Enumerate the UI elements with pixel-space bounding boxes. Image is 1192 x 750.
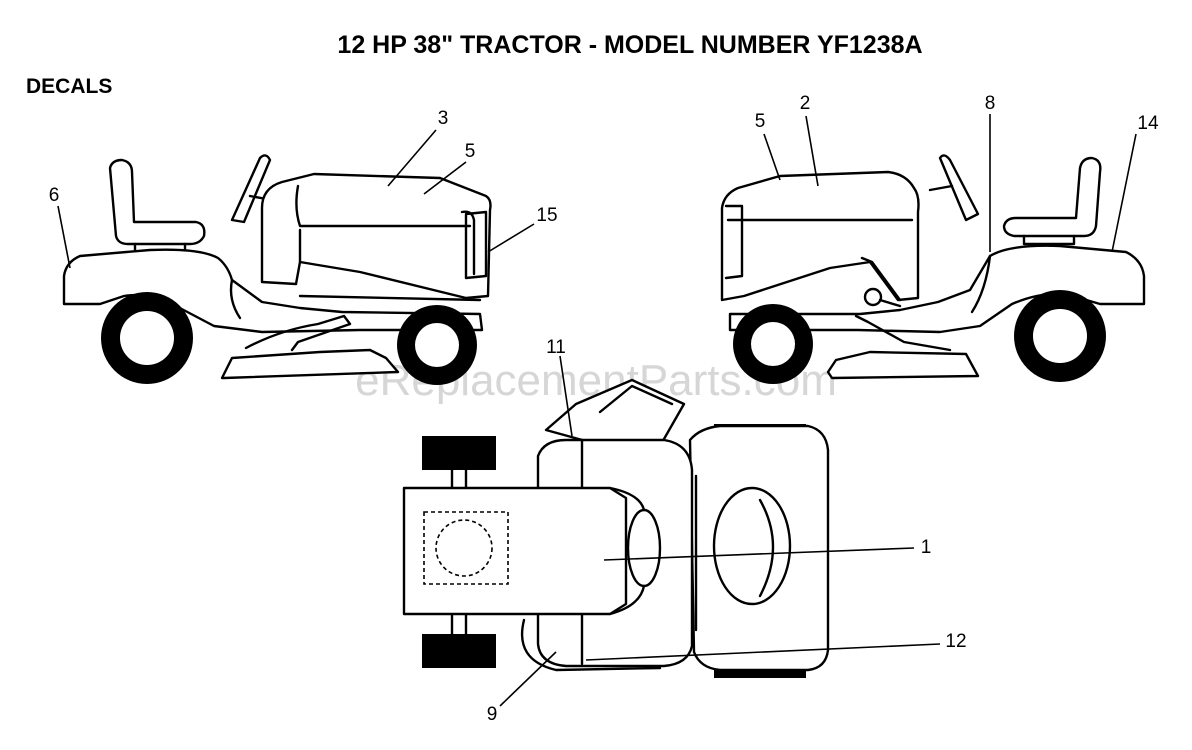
callout-9: 9: [487, 704, 498, 725]
callout-1: 1: [921, 537, 932, 558]
hood-right: [720, 170, 920, 302]
seat-top: [402, 486, 628, 616]
rear-wheel-left: [101, 292, 193, 384]
callout-11: 11: [546, 337, 566, 358]
rear-wheel-right: [1014, 290, 1106, 382]
mower-deck-left: [220, 348, 400, 380]
grille-oval-top: [712, 486, 792, 606]
steering-wheel-left: [230, 154, 272, 224]
rear-tire-top-lower: [422, 634, 496, 668]
callout-5-right: 5: [755, 111, 766, 132]
seat-right: [1002, 156, 1102, 238]
callout-3: 3: [438, 108, 449, 129]
callout-5-left: 5: [465, 141, 476, 162]
leader-lines: [57, 114, 1137, 707]
hood-left: [260, 172, 492, 300]
steering-wheel-right: [938, 154, 980, 222]
mower-deck-right: [826, 350, 980, 380]
callout-8: 8: [985, 93, 996, 114]
callout-6: 6: [49, 185, 60, 206]
rear-tire-top-upper: [422, 436, 496, 470]
callout-15: 15: [536, 205, 557, 226]
tractor-top-view: [402, 378, 830, 678]
diagram-title: 12 HP 38" TRACTOR - MODEL NUMBER YF1238A: [337, 31, 922, 59]
tractor-right-side-view: [720, 154, 1146, 384]
seat-left: [108, 158, 206, 246]
callout-14: 14: [1137, 113, 1159, 134]
callout-12: 12: [945, 631, 966, 652]
tractor-left-side-view: [62, 154, 492, 385]
section-label: DECALS: [26, 75, 112, 98]
front-wheel-left: [397, 305, 477, 385]
front-wheel-right: [733, 304, 813, 384]
callout-2: 2: [800, 93, 811, 114]
